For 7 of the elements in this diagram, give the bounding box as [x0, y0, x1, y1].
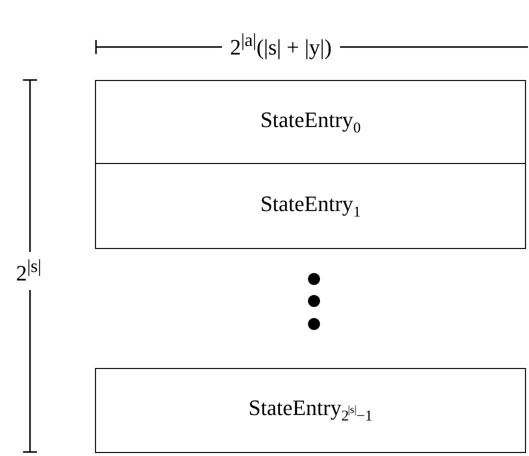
table-row [95, 80, 526, 164]
row-label: StateEntry$_{1}$ [260, 190, 361, 222]
row-label: StateEntry$_{0}$ [260, 106, 361, 138]
table-row [95, 368, 526, 453]
table-row [95, 164, 526, 249]
width-dimension-label: 2$^{|a|}$(|s| + |y|) [222, 30, 340, 60]
height-dimension-label: 2$^{|s|}$ [14, 252, 44, 290]
